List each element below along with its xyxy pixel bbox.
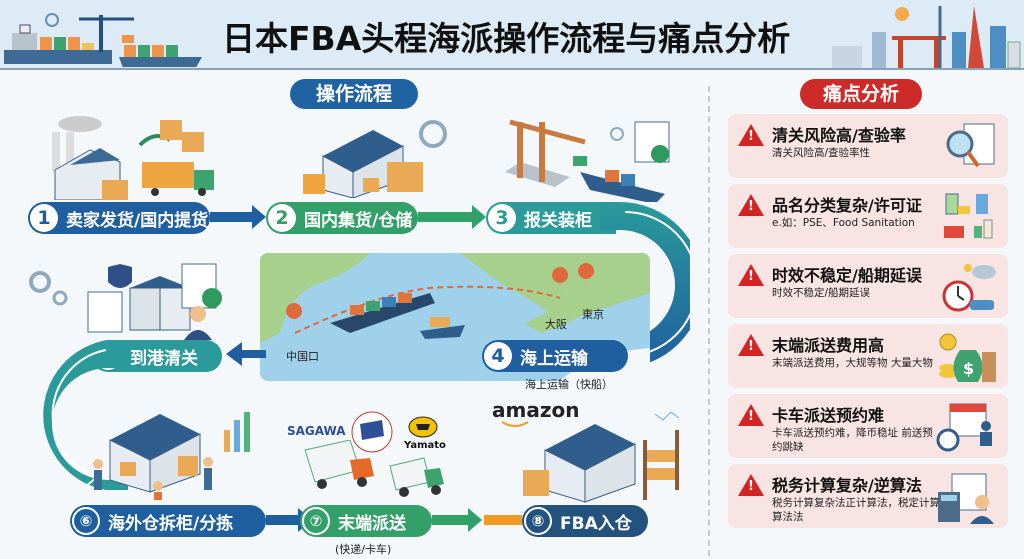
pain-section-title: 痛点分析 (800, 79, 922, 109)
warning-icon (738, 264, 764, 286)
step-label: 卖家发货/国内提货 (66, 210, 209, 231)
step-label: 海上运输 (520, 348, 588, 369)
map-label-tokyo: 東京 (582, 308, 604, 321)
map-graphic (260, 253, 650, 381)
pain-title: 时效不稳定/船期延误 (772, 266, 922, 285)
step-4-ocean-shipping[interactable]: 4 海上运输 (482, 340, 628, 372)
step-label: 报关装柜 (524, 210, 592, 231)
pain-card-customs-risk[interactable]: ! 清关风险高/查验率 清关风险高/查验率性 (728, 114, 1008, 178)
flow-arrow-7-8-orange (484, 515, 522, 525)
step-number: 3 (488, 204, 516, 232)
step-6-overseas-sorting[interactable]: ⑥ 海外仓拆柜/分拣 (70, 505, 266, 537)
pain-card-tax-calculation[interactable]: ! 税务计算复杂/逆算法 税务计算复杂法正计算法，税定计算算法法 (728, 464, 1008, 528)
pain-card-truck-booking[interactable]: ! 卡车派送预约难 卡车派送预约难，降币稳址 前送预约跳缺 (728, 394, 1008, 458)
yamato-cat-logo-icon (408, 416, 438, 438)
port-crane-ship-illustration (505, 119, 670, 202)
warning-icon (738, 334, 764, 356)
fba-warehouse-illustration (523, 411, 680, 503)
pain-desc: 时效不稳定/船期延误 (772, 287, 871, 299)
pain-desc: e.如：PSE、Food Sanitation (772, 217, 915, 229)
page-title: 日本FBA头程海派操作流程与痛点分析 (222, 19, 791, 58)
sagawa-logo: SAGAWA (287, 424, 346, 438)
step-7-caption: (快递/卡车) (335, 543, 392, 556)
amazon-smile-icon (501, 421, 529, 427)
pain-card-last-mile-cost[interactable]: ! 末端派送费用高 末端派送费用，大规等物 大量大物 $ (728, 324, 1008, 388)
step-label: 到港清关 (130, 348, 198, 369)
flow-arrow-4-5 (226, 342, 266, 366)
step-label: 国内集货/仓储 (304, 210, 413, 231)
pain-title: 清关风险高/查验率 (772, 126, 906, 145)
overseas-warehouse-illustration (93, 412, 250, 500)
step-label: 末端派送 (338, 513, 406, 534)
pain-card-classification-permits[interactable]: ! 品名分类复杂/许可证 e.如：PSE、Food Sanitation (728, 184, 1008, 248)
calendar-stopwatch-icon (936, 403, 992, 452)
warning-icon (738, 194, 764, 216)
factory-trucks-illustration (52, 116, 214, 200)
step-1-seller-shipping[interactable]: 1 卖家发货/国内提货 (28, 202, 210, 234)
step-number: 1 (30, 204, 58, 232)
step-number: 4 (484, 342, 512, 370)
header-banner: 日本FBA头程海派操作流程与痛点分析 (0, 0, 1024, 70)
svg-text:$: $ (963, 359, 974, 378)
section-divider (708, 86, 710, 556)
pain-title: 末端派送费用高 (772, 336, 885, 355)
delivery-trucks-illustration (304, 440, 444, 497)
money-bag-icon: $ (939, 333, 996, 382)
step-label: 海外仓拆柜/分拣 (108, 513, 234, 534)
step-4-caption: 海上运输（快船） (525, 378, 613, 391)
map-label-osaka: 大阪 (545, 318, 567, 331)
calculator-person-icon (938, 473, 994, 524)
step-number: ⑦ (302, 507, 330, 535)
flow-arrow-1-2 (210, 205, 266, 229)
pain-title: 品名分类复杂/许可证 (772, 196, 922, 215)
pain-desc: 末端派送费用，大规等物 大量大物 (772, 357, 933, 369)
pain-title: 税务计算复杂/逆算法 (772, 476, 922, 495)
step-8-fba-inbound[interactable]: ⑧ FBA入仓 (522, 505, 648, 537)
sea-route-map: 中国口 大阪 東京 (260, 253, 650, 381)
pain-desc: 清关风险高/查验率性 (772, 147, 871, 159)
warehouse-forklift-illustration (303, 120, 447, 198)
customs-clearance-illustration (29, 263, 222, 340)
pain-desc: 卡车派送预约难，降币稳址 前送预约跳缺 (772, 427, 933, 453)
port-ships-illustration (4, 13, 202, 67)
clock-weather-traffic-icon (942, 264, 996, 312)
yamato-logo: Yamato (404, 440, 446, 451)
magnifier-document-icon (946, 123, 995, 168)
products-truck-icon (944, 193, 993, 239)
step-number: 2 (268, 204, 296, 232)
map-label-origin: 中国口 (286, 350, 319, 363)
step-number: ⑥ (72, 507, 100, 535)
japan-skyline-illustration (832, 6, 1021, 68)
pain-title: 卡车派送预约难 (772, 406, 885, 425)
step-3-customs-loading[interactable]: 3 报关装柜 (486, 202, 616, 234)
amazon-logo: amazon (492, 398, 580, 422)
warning-icon (738, 404, 764, 426)
japan-post-emblem-icon (351, 411, 393, 453)
step-label: FBA入仓 (560, 513, 632, 534)
flow-arrow-6-7 (266, 508, 312, 532)
pain-card-schedule-delay[interactable]: ! 时效不稳定/船期延误 时效不稳定/船期延误 (728, 254, 1008, 318)
flow-arrow-2-3 (418, 205, 486, 229)
warning-icon (738, 124, 764, 146)
flow-section-title: 操作流程 (290, 79, 418, 109)
flow-arrow-7-8-green (432, 508, 482, 532)
pain-desc: 税务计算复杂法正计算法，税定计算算法法 (772, 497, 940, 523)
step-2-domestic-consolidation[interactable]: 2 国内集货/仓储 (266, 202, 418, 234)
step-7-last-mile[interactable]: ⑦ 末端派送 (300, 505, 432, 537)
step-number: ⑧ (524, 507, 552, 535)
warning-icon (738, 474, 764, 496)
